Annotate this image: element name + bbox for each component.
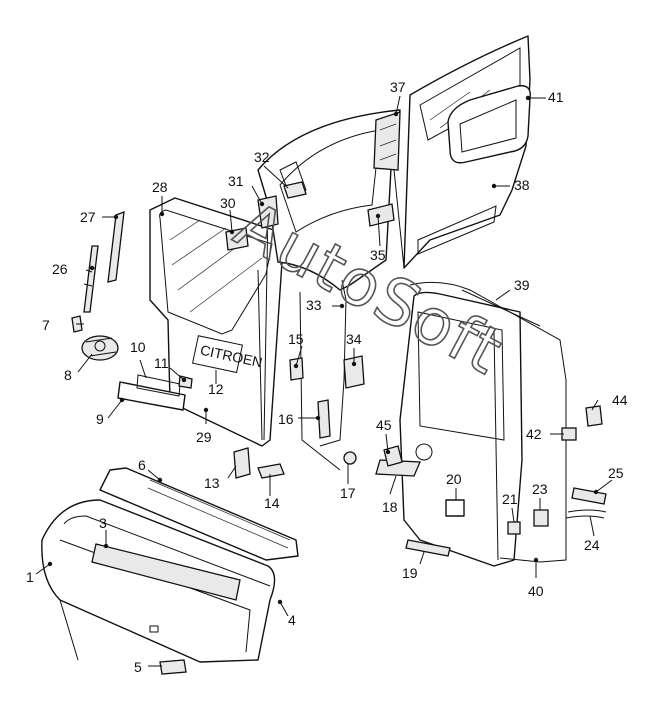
lock-16 bbox=[317, 399, 331, 439]
lock-15 bbox=[289, 357, 304, 381]
label-5: 5 bbox=[134, 659, 142, 675]
step-19 bbox=[405, 539, 451, 557]
label-41: 41 bbox=[548, 89, 564, 105]
lock-mechanism bbox=[81, 335, 119, 361]
clip-21 bbox=[507, 521, 521, 535]
lower-beam bbox=[91, 543, 241, 601]
label-15: 15 bbox=[288, 331, 304, 347]
seal-left bbox=[319, 279, 347, 447]
right-window bbox=[447, 85, 531, 164]
label-37: 37 bbox=[390, 79, 406, 95]
label-13: 13 bbox=[204, 475, 220, 491]
label-24: 24 bbox=[584, 537, 600, 553]
label-9: 9 bbox=[96, 411, 104, 427]
bracket-42 bbox=[561, 427, 577, 441]
label-35: 35 bbox=[370, 247, 386, 263]
label-8: 8 bbox=[64, 367, 72, 383]
hinge-upper bbox=[283, 181, 307, 199]
label-27: 27 bbox=[80, 209, 96, 225]
bracket-23 bbox=[533, 509, 549, 527]
label-10: 10 bbox=[130, 339, 146, 355]
leader-lines bbox=[35, 95, 613, 667]
lock-34 bbox=[343, 355, 365, 389]
label-29: 29 bbox=[196, 429, 212, 445]
label-45: 45 bbox=[376, 417, 392, 433]
lamp-13 bbox=[233, 447, 251, 479]
lock-17 bbox=[343, 451, 357, 465]
cable-24 bbox=[565, 509, 607, 519]
label-11: 11 bbox=[154, 355, 169, 371]
rear-bumper bbox=[41, 499, 276, 663]
side-glass bbox=[373, 111, 401, 171]
bracket-44 bbox=[585, 405, 603, 427]
label-34: 34 bbox=[346, 331, 362, 347]
label-23: 23 bbox=[532, 481, 548, 497]
lock-45 bbox=[383, 445, 403, 467]
label-7: 7 bbox=[42, 317, 50, 333]
label-12: 12 bbox=[208, 381, 224, 397]
label-38: 38 bbox=[514, 177, 530, 193]
label-19: 19 bbox=[402, 565, 418, 581]
door-handle bbox=[367, 203, 395, 227]
label-20: 20 bbox=[446, 471, 462, 487]
number-plate bbox=[117, 381, 186, 411]
label-21: 21 bbox=[502, 491, 518, 507]
label-3: 3 bbox=[99, 515, 107, 531]
label-39: 39 bbox=[514, 277, 530, 293]
door-stay bbox=[83, 211, 125, 313]
label-16: 16 bbox=[278, 411, 294, 427]
label-14: 14 bbox=[264, 495, 280, 511]
label-30: 30 bbox=[220, 195, 236, 211]
label-33: 33 bbox=[306, 297, 322, 313]
weather-strip bbox=[461, 289, 541, 327]
label-28: 28 bbox=[152, 179, 168, 195]
seal-right bbox=[409, 281, 567, 563]
label-44: 44 bbox=[612, 392, 628, 408]
label-32: 32 bbox=[254, 149, 270, 165]
label-25: 25 bbox=[608, 465, 624, 481]
inner-door-panel bbox=[399, 291, 523, 567]
callout-labels: 1 4 3 5 6 7 8 9 10 11 12 13 14 15 16 17 … bbox=[26, 79, 628, 675]
label-6: 6 bbox=[138, 457, 146, 473]
label-26: 26 bbox=[52, 261, 68, 277]
label-17: 17 bbox=[340, 485, 356, 501]
bracket-25 bbox=[571, 487, 607, 505]
label-1: 1 bbox=[26, 569, 34, 585]
label-42: 42 bbox=[526, 426, 542, 442]
label-18: 18 bbox=[382, 499, 398, 515]
reinforcement-beam bbox=[99, 467, 299, 561]
label-4: 4 bbox=[288, 612, 296, 628]
label-31: 31 bbox=[228, 173, 244, 189]
reflector-5 bbox=[159, 659, 187, 675]
label-40: 40 bbox=[528, 583, 544, 599]
bracket-14 bbox=[257, 463, 285, 479]
badge-20 bbox=[445, 499, 465, 517]
